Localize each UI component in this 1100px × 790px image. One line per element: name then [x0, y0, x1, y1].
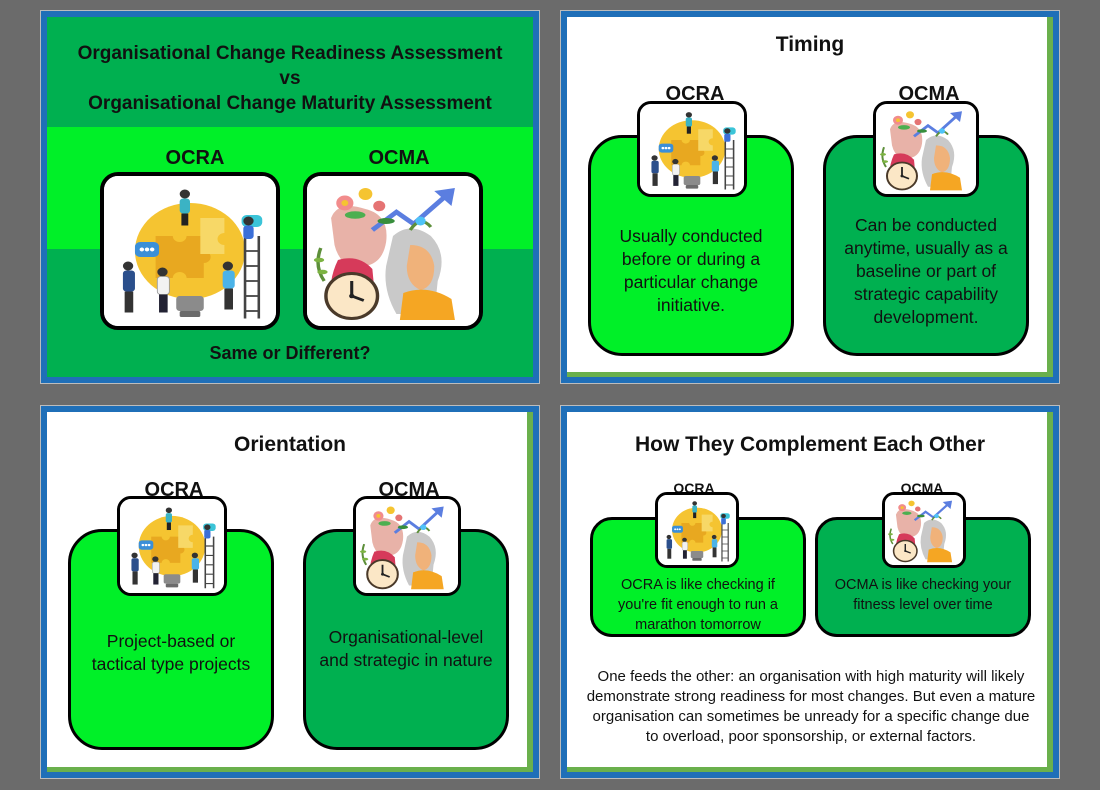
slide-4-canvas: How They Complement Each Other OCRA OCMA…: [567, 412, 1053, 772]
heads-clock-growth-icon: [356, 499, 458, 593]
slide-2-label-ocra: OCRA: [665, 83, 725, 105]
slide-1-label-ocma: OCMA: [368, 147, 430, 169]
puzzle-lightbulb-team-icon: [120, 499, 224, 593]
slide-2[interactable]: Timing OCRA OCMA Usually conducted befor…: [560, 10, 1060, 384]
slide-4-title: How They Complement Each Other: [634, 433, 986, 456]
slide-3-canvas: Orientation OCRA OCMA Project-based or t…: [47, 412, 533, 772]
heads-clock-growth-icon: [307, 176, 479, 326]
puzzle-lightbulb-team-icon: [658, 495, 736, 565]
slide-4-ocra-text: OCRA is like checking if you're fit enou…: [618, 577, 778, 633]
slide-1[interactable]: Organisational Change Readiness Assessme…: [40, 10, 540, 384]
puzzle-lightbulb-team-icon: [640, 104, 744, 194]
slide-1-title-line-2: vs: [279, 68, 301, 89]
slide-1-question: Same or Different?: [209, 343, 371, 363]
slide-3-ocra-text: Project-based or tactical type projects: [91, 631, 251, 674]
slide-1-canvas: Organisational Change Readiness Assessme…: [47, 17, 533, 377]
slide-4[interactable]: How They Complement Each Other OCRA OCMA…: [560, 405, 1060, 779]
slide-1-title-line-1: Organisational Change Readiness Assessme…: [77, 43, 503, 64]
slide-2-ocra-text: Usually conducted before or during a par…: [619, 226, 763, 315]
slide-3-ocma-image-frame: [353, 496, 461, 596]
slide-3-ocma-text: Organisational-level and strategic in na…: [319, 627, 493, 670]
slide-1-title: Organisational Change Readiness Assessme…: [47, 41, 533, 116]
slide-3-label-ocma: OCMA: [378, 479, 440, 501]
slide-4-summary: One feeds the other: an organisation wit…: [586, 668, 1036, 745]
puzzle-lightbulb-team-icon: [104, 176, 276, 326]
slide-1-ocra-image-frame: [100, 172, 280, 330]
slide-4-ocma-image-frame: [882, 492, 966, 568]
slide-2-ocma-image-frame: [873, 101, 979, 197]
slide-3-ocra-image-frame: [117, 496, 227, 596]
slide-2-ocma-text: Can be conducted anytime, usually as a b…: [844, 215, 1008, 327]
slide-1-title-band: [47, 17, 533, 127]
slide-2-title: Timing: [775, 33, 845, 56]
slide-1-label-ocra: OCRA: [165, 147, 225, 169]
slide-1-ocma-image-frame: [303, 172, 483, 330]
heads-clock-growth-icon: [885, 495, 963, 565]
slide-2-canvas: Timing OCRA OCMA Usually conducted befor…: [567, 17, 1053, 377]
slide-1-title-line-3: Organisational Change Maturity Assessmen…: [88, 93, 492, 114]
slide-3-label-ocra: OCRA: [144, 479, 204, 501]
slide-2-label-ocma: OCMA: [898, 83, 960, 105]
slide-4-ocra-image-frame: [655, 492, 739, 568]
slide-3[interactable]: Orientation OCRA OCMA Project-based or t…: [40, 405, 540, 779]
slide-4-ocma-text: OCMA is like checking your fitness level…: [834, 577, 1012, 613]
heads-clock-growth-icon: [876, 104, 976, 194]
slide-3-title: Orientation: [233, 433, 346, 456]
slide-2-ocra-image-frame: [637, 101, 747, 197]
